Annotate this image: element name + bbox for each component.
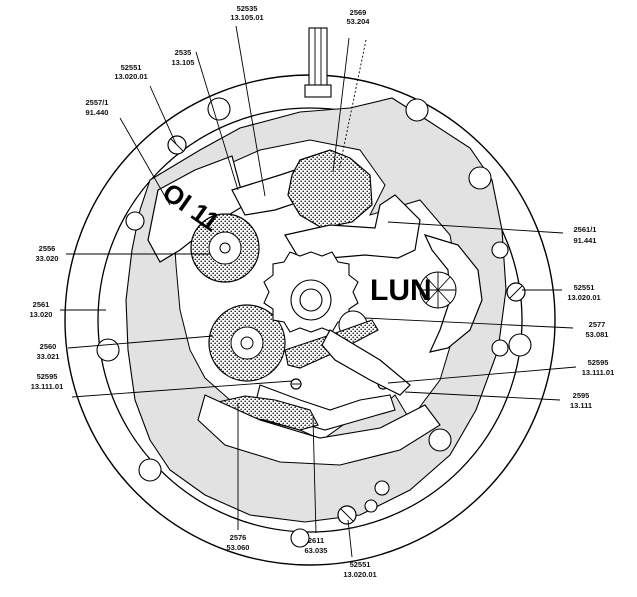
- screw-bottom: [337, 505, 357, 525]
- callout-2561: 2561 13.020: [30, 300, 53, 319]
- svg-text:2557/1: 2557/1: [86, 98, 109, 107]
- svg-text:52595: 52595: [588, 358, 609, 367]
- svg-text:13.111.01: 13.111.01: [582, 368, 615, 377]
- svg-text:2595: 2595: [573, 391, 590, 400]
- svg-text:13.020.01: 13.020.01: [567, 293, 600, 302]
- svg-text:2535: 2535: [175, 48, 192, 57]
- svg-text:2560: 2560: [40, 342, 57, 351]
- screw-small-b: [290, 378, 302, 390]
- svg-text:2576: 2576: [230, 533, 247, 542]
- svg-text:2561/1: 2561/1: [574, 225, 597, 234]
- callout-2595: 2595 13.111: [570, 391, 592, 410]
- svg-text:13.020: 13.020: [30, 310, 53, 319]
- svg-text:2611: 2611: [308, 536, 324, 545]
- svg-text:33.020: 33.020: [36, 254, 59, 263]
- svg-text:2561: 2561: [33, 300, 50, 309]
- callout-2561-1: 2561/1 91.441: [574, 225, 597, 245]
- svg-text:52551: 52551: [574, 283, 595, 292]
- callout-2557-1: 2557/1 91.440: [86, 98, 109, 117]
- svg-text:91.440: 91.440: [86, 108, 109, 117]
- svg-text:63.035: 63.035: [305, 546, 328, 555]
- day-guard-spokes: [419, 271, 457, 309]
- svg-text:52535: 52535: [237, 4, 258, 13]
- center-wheel: [263, 251, 359, 333]
- svg-text:33.021: 33.021: [37, 352, 60, 361]
- screw-top-left: [167, 135, 187, 155]
- callout-2611: 2611 63.035: [305, 536, 328, 555]
- callout-52551-bottom: 52551 13.020.01: [343, 560, 376, 579]
- lever-2595: [321, 329, 411, 396]
- svg-text:13.020.01: 13.020.01: [114, 72, 147, 81]
- svg-text:13.105.01: 13.105.01: [230, 13, 263, 22]
- svg-text:13.020.01: 13.020.01: [343, 570, 376, 579]
- svg-text:53.204: 53.204: [347, 17, 371, 26]
- svg-text:52551: 52551: [121, 63, 142, 72]
- svg-text:2569: 2569: [350, 8, 367, 17]
- callout-2576: 2576 53.060: [227, 533, 250, 552]
- svg-text:53.060: 53.060: [227, 543, 250, 552]
- leader-lines: [60, 25, 577, 558]
- jumper-2569: [287, 149, 373, 229]
- callout-2577: 2577 53.081: [586, 320, 609, 339]
- mounting-holes: [96, 97, 532, 548]
- svg-text:91.441: 91.441: [574, 236, 597, 245]
- svg-text:2577: 2577: [589, 320, 606, 329]
- callout-52595-left: 52595 13.111.01: [31, 372, 64, 391]
- callout-2569: 2569 53.204: [347, 8, 371, 26]
- winding-stem: [304, 27, 332, 98]
- svg-text:13.105: 13.105: [172, 58, 195, 67]
- svg-text:2556: 2556: [39, 244, 56, 253]
- bottom-rim: [197, 394, 441, 466]
- gear-2560: [208, 304, 286, 382]
- callout-2535: 2535 13.105: [172, 48, 195, 67]
- callout-52551-right: 52551 13.020.01: [567, 283, 600, 302]
- gear-2556: [190, 213, 260, 283]
- screw-right: [506, 282, 526, 302]
- callout-2556: 2556 33.020: [36, 244, 59, 263]
- callout-52595-right: 52595 13.111.01: [582, 358, 615, 377]
- svg-text:52595: 52595: [37, 372, 58, 381]
- svg-text:13.111.01: 13.111.01: [31, 382, 64, 391]
- svg-text:13.111: 13.111: [570, 401, 592, 410]
- svg-text:52551: 52551: [350, 560, 371, 569]
- callout-52535: 52535 13.105.01: [230, 4, 263, 22]
- callout-52551-top: 52551 13.020.01: [114, 63, 147, 81]
- callout-2560: 2560 33.021: [37, 342, 60, 361]
- svg-text:53.081: 53.081: [586, 330, 609, 339]
- day-text: LUN: [370, 274, 432, 307]
